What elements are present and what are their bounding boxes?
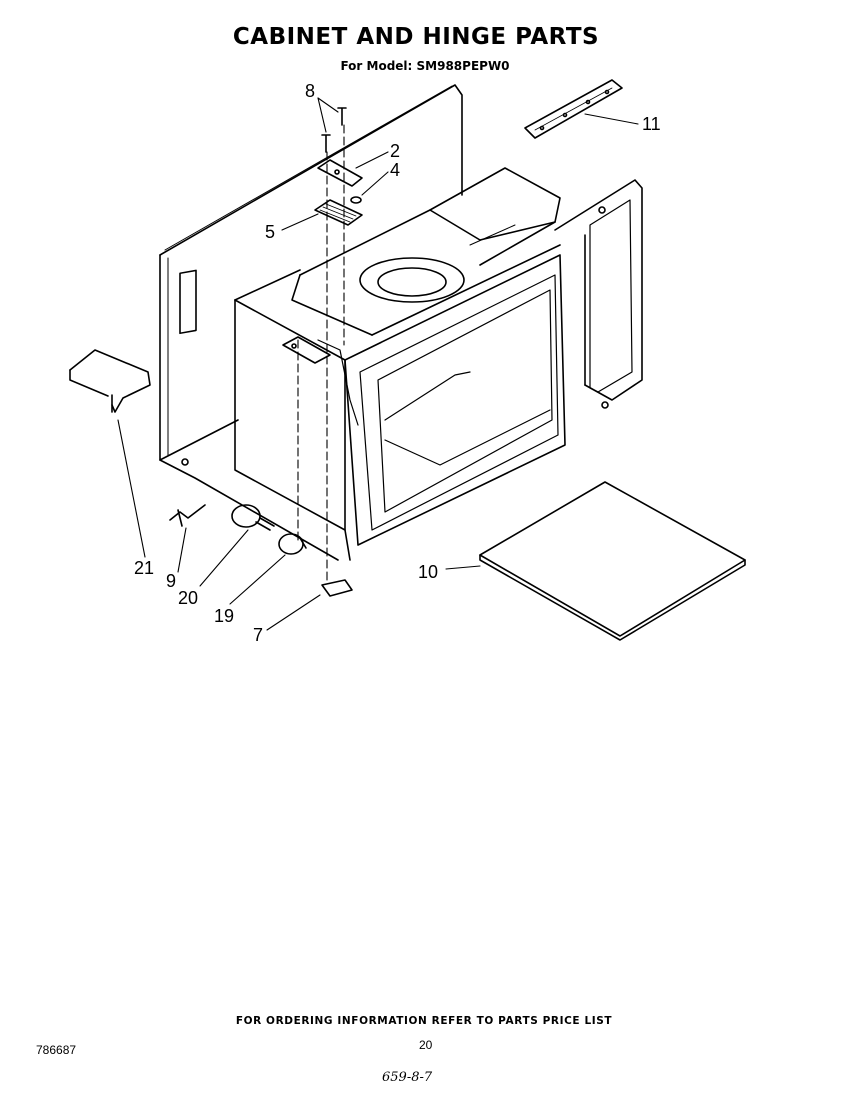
ordering-note: FOR ORDERING INFORMATION REFER TO PARTS … bbox=[235, 1015, 613, 1027]
cabinet-wrapper bbox=[159, 84, 463, 561]
page-title: CABINET AND HINGE PARTS bbox=[232, 24, 600, 50]
cabinet-right-panel bbox=[554, 179, 643, 409]
hinge-plate bbox=[282, 336, 331, 364]
callout-8: 8 bbox=[305, 81, 315, 101]
part-10-glass-tray bbox=[479, 481, 746, 641]
callout-10: 10 bbox=[418, 562, 438, 582]
assembly-lines bbox=[297, 124, 345, 581]
part-9-pin bbox=[169, 504, 206, 527]
callout-4: 4 bbox=[390, 160, 400, 180]
handwritten-code: 659-8-7 bbox=[382, 1070, 433, 1085]
callout-9: 9 bbox=[166, 571, 176, 591]
model-line: For Model: SM988PEPW0 bbox=[340, 59, 510, 73]
part-2-hinge bbox=[317, 159, 363, 187]
callout-2: 2 bbox=[390, 141, 400, 161]
leader-lines bbox=[117, 97, 639, 631]
cabinet-top-housing bbox=[291, 167, 561, 336]
part-4-washer bbox=[350, 196, 362, 204]
callout-11: 11 bbox=[642, 114, 661, 134]
part-8-screws bbox=[321, 107, 347, 153]
part-20-lamp bbox=[231, 504, 275, 531]
part-7-bracket bbox=[321, 579, 353, 597]
document-number: 786687 bbox=[36, 1043, 77, 1057]
part-19-socket bbox=[278, 533, 307, 555]
part-21-bracket bbox=[69, 349, 151, 413]
callout-7: 7 bbox=[253, 625, 263, 645]
callout-5: 5 bbox=[265, 222, 275, 242]
page-number: 20 bbox=[419, 1038, 433, 1052]
callout-20: 20 bbox=[178, 588, 198, 608]
part-11-rail bbox=[524, 79, 623, 139]
callout-21: 21 bbox=[134, 558, 154, 578]
part-5-hinge-shim bbox=[314, 199, 363, 226]
callout-19: 19 bbox=[214, 606, 234, 626]
